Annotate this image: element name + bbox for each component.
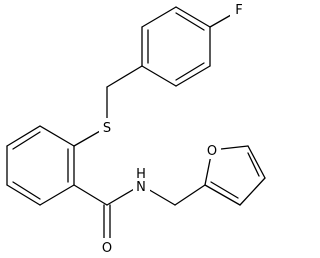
bonds	[6, 6, 266, 243]
bond	[39, 184, 75, 206]
bond	[141, 65, 177, 87]
bond	[175, 65, 211, 87]
bond	[6, 184, 41, 206]
bond	[247, 152, 260, 177]
bond	[141, 6, 177, 28]
bond	[239, 177, 266, 206]
structure-diagram: F S H N O O	[6, 0, 266, 256]
furan-oxygen-label: O	[207, 144, 217, 159]
bond	[39, 125, 75, 147]
hydrogen-atom-label: H	[136, 167, 146, 182]
molecule-canvas: F S H N O O	[6, 0, 266, 256]
bond	[175, 6, 211, 28]
bond	[175, 12, 205, 31]
bond	[73, 184, 108, 206]
bond	[247, 145, 266, 179]
bond	[12, 181, 41, 200]
bond	[175, 62, 205, 81]
sulfur-atom-label: S	[103, 121, 111, 136]
nitrogen-atom-label: N	[136, 180, 146, 195]
bond	[210, 181, 239, 199]
bond	[204, 184, 241, 206]
atom-labels: F S H N O O	[98, 0, 248, 256]
bond	[174, 184, 206, 206]
bond	[6, 125, 41, 147]
bond	[12, 131, 41, 150]
fluorine-atom-label: F	[235, 3, 242, 18]
carbonyl-oxygen-label: O	[102, 241, 112, 256]
bond	[106, 65, 143, 88]
